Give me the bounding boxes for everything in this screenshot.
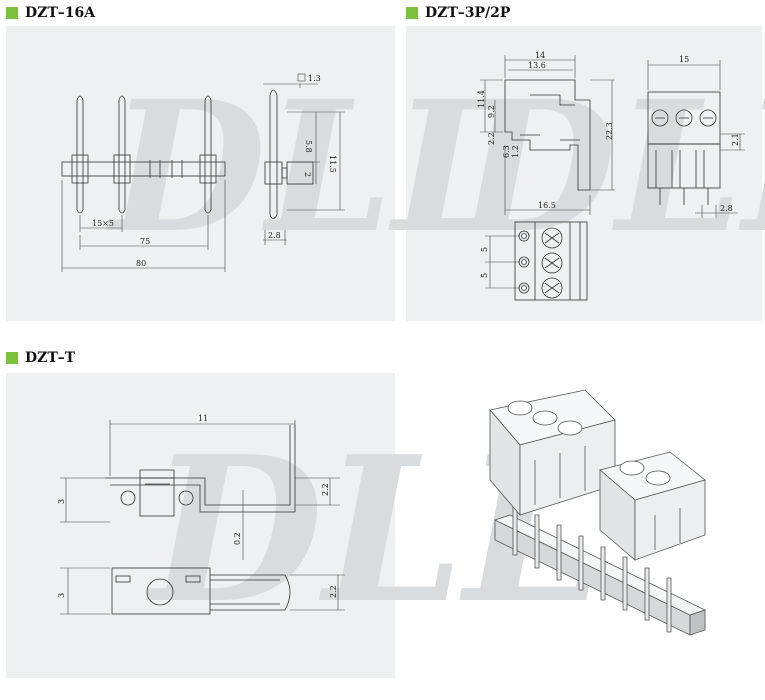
- dzt3p-front-view: 15 2.1 2.8: [647, 55, 745, 218]
- svg-text:9.2: 9.2: [487, 105, 496, 118]
- svg-text:11.4: 11.4: [477, 90, 486, 108]
- svg-text:2.2: 2.2: [329, 585, 338, 598]
- svg-text:1.2: 1.2: [511, 145, 520, 158]
- dzt3p-top-view: 5 5: [480, 221, 588, 301]
- svg-text:2.8: 2.8: [268, 231, 281, 240]
- svg-text:5: 5: [480, 273, 489, 278]
- watermark: DLL: [105, 62, 519, 273]
- svg-text:3: 3: [57, 593, 66, 598]
- green-square-icon: [6, 352, 18, 364]
- svg-text:2.1: 2.1: [731, 133, 740, 146]
- svg-text:2.8: 2.8: [720, 204, 733, 213]
- svg-text:0.2: 0.2: [233, 532, 242, 545]
- svg-text:80: 80: [136, 259, 146, 268]
- green-square-icon: [406, 7, 418, 19]
- svg-text:3: 3: [57, 499, 66, 504]
- svg-text:11: 11: [198, 414, 208, 423]
- svg-text:2.2: 2.2: [321, 483, 330, 496]
- dztt-top-view: 3 2.2: [57, 567, 345, 615]
- section-title-dztt: DZT–T: [6, 350, 75, 366]
- panel-dzt16a: [6, 26, 395, 321]
- svg-text:2: 2: [303, 172, 312, 177]
- svg-text:15×5: 15×5: [92, 219, 114, 228]
- dzt3p-side-view: 14 13.6 11.4 9.2 2.2 6.3 1.2 22.3 16.5: [477, 51, 615, 215]
- svg-text:1.3: 1.3: [308, 74, 321, 83]
- dztt-side-view: 11 3 2.2 0.2: [57, 414, 340, 560]
- svg-text:2.2: 2.2: [487, 132, 496, 145]
- svg-text:13.6: 13.6: [528, 61, 546, 70]
- svg-text:6.3: 6.3: [502, 145, 511, 158]
- svg-text:22.3: 22.3: [605, 122, 614, 140]
- svg-text:75: 75: [140, 237, 150, 246]
- svg-text:14: 14: [535, 51, 545, 60]
- watermark: DLL: [455, 62, 765, 273]
- terminal-block-3d-illustration: [489, 389, 707, 636]
- green-square-icon: [6, 7, 18, 19]
- dzt16a-side-view: 1.3 5.8 11.5 2 2.8: [263, 73, 345, 245]
- svg-text:11.5: 11.5: [328, 155, 337, 173]
- svg-text:5.8: 5.8: [304, 140, 313, 153]
- dzt16a-front-view: 15×5 75 80: [61, 95, 226, 272]
- svg-text:5: 5: [480, 247, 489, 252]
- section-title-dzt3p2p: DZT–3P/2P: [406, 5, 510, 21]
- panel-dzt3p2p: [406, 26, 762, 321]
- svg-text:16.5: 16.5: [538, 201, 556, 210]
- svg-text:15: 15: [679, 55, 689, 64]
- section-title-dzt16a: DZT–16A: [6, 5, 95, 21]
